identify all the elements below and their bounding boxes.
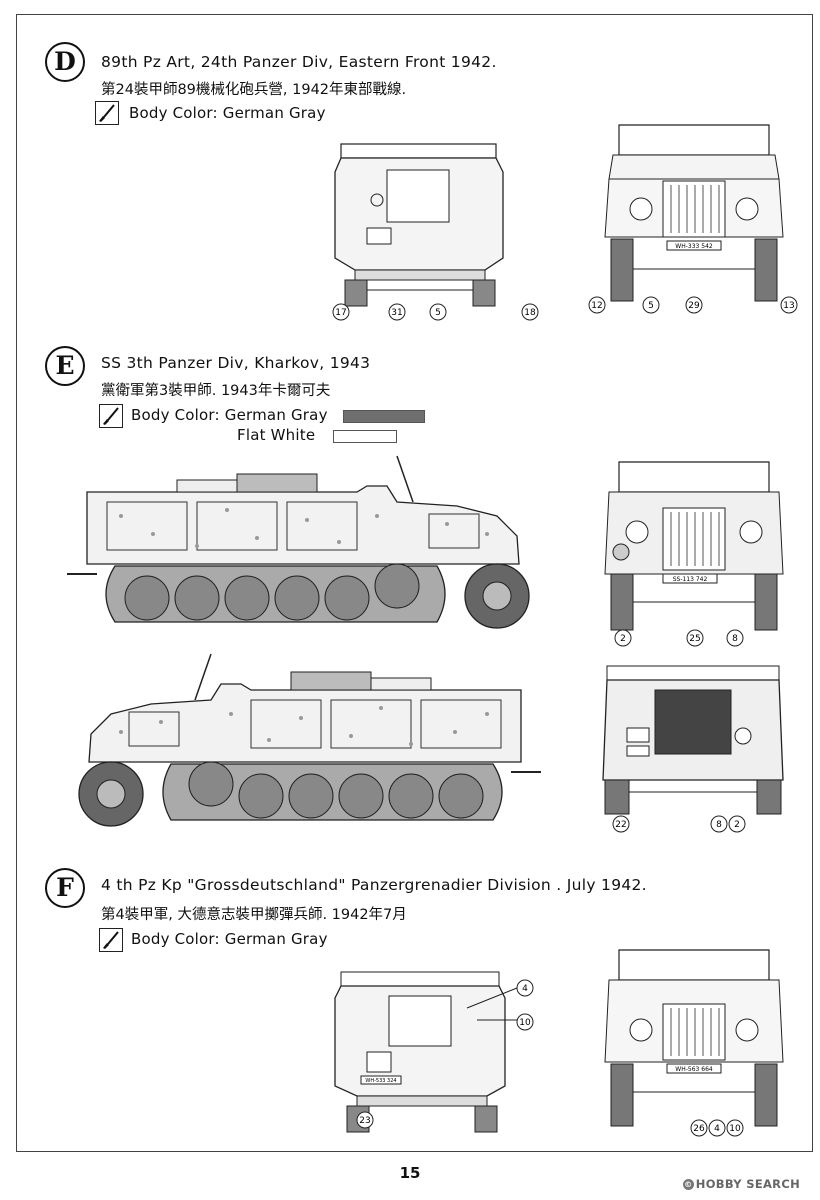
callout-marker: 8 — [716, 820, 722, 830]
body-color-label: Body Color: German Gray — [131, 406, 328, 424]
section-letter-f: F — [45, 868, 85, 908]
front-view-drawing: WH-563 664 26 4 10 — [604, 949, 784, 1137]
callout-marker: 5 — [435, 308, 441, 318]
copyright-icon: © — [682, 1179, 694, 1190]
callout-marker: 4 — [714, 1124, 720, 1134]
callout-marker: 25 — [689, 634, 700, 644]
callout-marker: 29 — [688, 301, 700, 311]
callout-marker: 23 — [359, 1116, 370, 1126]
section-e: E SS 3th Panzer Div, Kharkov, 1943 黨衛軍第3… — [16, 326, 813, 849]
rear-view-drawing: 17 31 5 18 — [332, 143, 539, 321]
callout-marker: 22 — [615, 820, 626, 830]
side-view-right-drawing — [67, 455, 530, 629]
german-gray-swatch — [343, 410, 425, 423]
license-plate: WH-333 542 — [675, 243, 713, 250]
watermark-text: HOBBY SEARCH — [695, 1177, 800, 1191]
paintbrush-icon — [99, 928, 123, 952]
callout-marker: 31 — [391, 308, 402, 318]
section-letter-d: D — [45, 42, 85, 82]
section-d-title: 89th Pz Art, 24th Panzer Div, Eastern Fr… — [101, 53, 497, 71]
side-view-left-drawing — [78, 653, 541, 827]
license-plate: WH-563 664 — [675, 1066, 713, 1073]
body-color-label: Body Color: German Gray — [131, 930, 328, 948]
callout-marker: 12 — [591, 301, 602, 311]
paintbrush-icon — [99, 404, 123, 428]
page-number: 15 — [399, 1164, 421, 1182]
callout-marker: 10 — [519, 1018, 531, 1028]
rear-view-drawing: 22 8 2 — [602, 665, 784, 833]
section-f-subtitle: 第4裝甲軍, 大德意志裝甲擲彈兵師. 1942年7月 — [101, 907, 407, 923]
callout-marker: 26 — [693, 1124, 705, 1134]
callout-marker: 4 — [522, 984, 528, 994]
flat-white-swatch — [333, 430, 397, 443]
section-f: F 4 th Pz Kp "Grossdeutschland" Panzergr… — [16, 848, 813, 1152]
section-d: D 89th Pz Art, 24th Panzer Div, Eastern … — [16, 14, 813, 328]
callout-marker: 2 — [620, 634, 626, 644]
callout-marker: 8 — [732, 634, 738, 644]
license-plate: SS-113 742 — [673, 576, 708, 583]
paintbrush-icon — [95, 101, 119, 125]
callout-marker: 5 — [648, 301, 654, 311]
callout-marker: 18 — [524, 308, 536, 318]
section-f-title: 4 th Pz Kp "Grossdeutschland" Panzergren… — [101, 876, 647, 894]
watermark: ©HOBBY SEARCH — [682, 1177, 800, 1191]
front-view-drawing: SS-113 742 2 25 8 — [604, 461, 784, 647]
body-color-label: Body Color: German Gray — [129, 104, 326, 122]
section-letter-e: E — [45, 346, 85, 386]
section-d-subtitle: 第24裝甲師89機械化砲兵營, 1942年東部戰線. — [101, 82, 407, 98]
callout-marker: 13 — [783, 301, 794, 311]
flat-white-label: Flat White — [237, 426, 316, 444]
callout-marker: 10 — [729, 1124, 741, 1134]
section-e-title: SS 3th Panzer Div, Kharkov, 1943 — [101, 354, 371, 372]
rear-view-drawing: 4 10 23 WH-533 324 — [334, 971, 534, 1133]
callout-marker: 17 — [335, 308, 346, 318]
license-plate: WH-533 324 — [365, 1078, 396, 1084]
section-e-subtitle: 黨衛軍第3裝甲師. 1943年卡爾可夫 — [101, 383, 331, 399]
callout-marker: 2 — [734, 820, 740, 830]
front-view-drawing: WH-333 542 12 5 29 13 — [588, 124, 798, 314]
